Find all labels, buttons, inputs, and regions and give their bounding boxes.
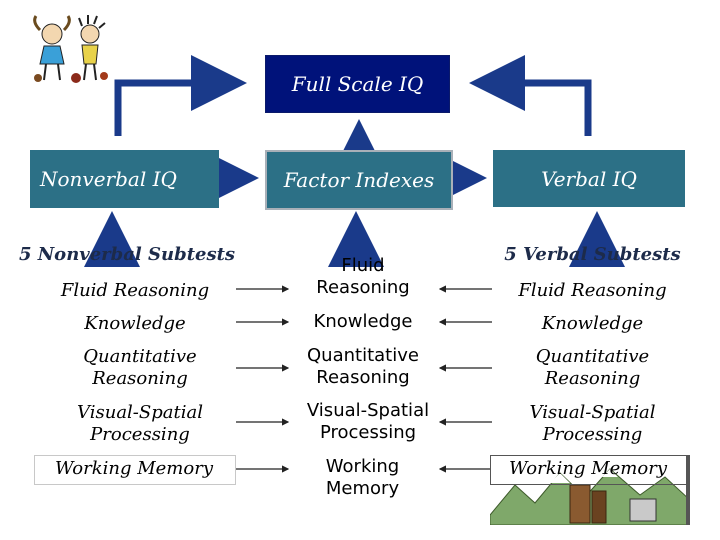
full-scale-iq-box: Full Scale IQ [265, 55, 450, 113]
verbal-subtests-header: 5 Verbal Subtests [504, 244, 681, 265]
center-knowledge: Knowledge [313, 311, 413, 332]
nonverbal-subtests-header: 5 Nonverbal Subtests [18, 244, 236, 265]
full-scale-iq-label: Full Scale IQ [291, 72, 424, 96]
factor-indexes-label: Factor Indexes [283, 168, 435, 192]
right-visual-spatial-processing: Visual-Spatial Processing [529, 402, 656, 445]
left-visual-spatial-processing: Visual-Spatial Processing [77, 402, 203, 445]
center-working-memory: Working Memory [325, 456, 400, 499]
right-quantitative-reasoning: Quantitative Reasoning [535, 346, 650, 389]
connector-nonverbal-to-fsiq [114, 55, 247, 136]
left-working-memory: Working Memory [55, 458, 213, 479]
right-knowledge: Knowledge [541, 313, 644, 334]
center-fluid-reasoning: Fluid Reasoning [316, 255, 410, 298]
nonverbal-iq-box: Nonverbal IQ [30, 150, 219, 208]
connector-verbal-to-fsiq [469, 55, 592, 136]
left-working-memory-frame [34, 455, 236, 485]
mountain-scene-icon [490, 455, 690, 525]
verbal-iq-label: Verbal IQ [541, 166, 637, 191]
verbal-iq-box: Verbal IQ [493, 150, 685, 207]
left-quantitative-reasoning: Quantitative Reasoning [83, 346, 197, 389]
right-fluid-reasoning: Fluid Reasoning [518, 280, 667, 301]
left-knowledge: Knowledge [84, 313, 186, 334]
right-working-memory-frame [490, 455, 688, 485]
left-fluid-reasoning: Fluid Reasoning [60, 280, 210, 301]
factor-indexes-box: Factor Indexes [265, 150, 453, 210]
center-visual-spatial-processing: Visual-Spatial Processing [306, 400, 430, 443]
center-quantitative-reasoning: Quantitative Reasoning [307, 345, 419, 388]
kids-drawing-icon [33, 15, 108, 83]
nonverbal-iq-label: Nonverbal IQ [40, 167, 177, 191]
right-working-memory: Working Memory [509, 458, 667, 479]
